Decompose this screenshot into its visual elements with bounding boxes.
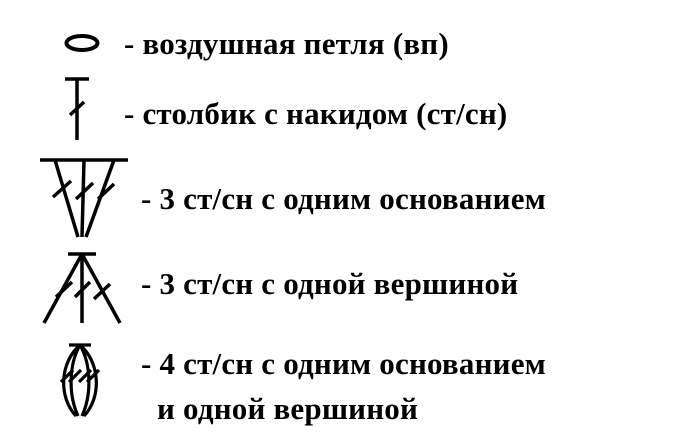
chain-stitch-symbol <box>60 30 104 56</box>
three-dc-shared-base-label: - 3 ст/сн с одним основанием <box>141 181 546 216</box>
three-dc-shared-top-label: - 3 ст/сн с одной вершиной <box>141 266 519 301</box>
double-crochet-label: - столбик с накидом (ст/сн) <box>124 96 508 131</box>
chain-stitch-label: - воздушная петля (вп) <box>124 26 449 61</box>
four-dc-shared-base-and-top-symbol <box>55 342 105 418</box>
four-dc-shared-base-and-top-label-line2: и одной вершиной <box>157 391 419 426</box>
double-crochet-symbol <box>63 76 91 142</box>
three-dc-shared-base-symbol <box>38 157 130 241</box>
three-dc-shared-top-symbol <box>38 251 130 325</box>
four-dc-shared-base-and-top-label: - 4 ст/сн с одним основанием <box>141 346 546 381</box>
